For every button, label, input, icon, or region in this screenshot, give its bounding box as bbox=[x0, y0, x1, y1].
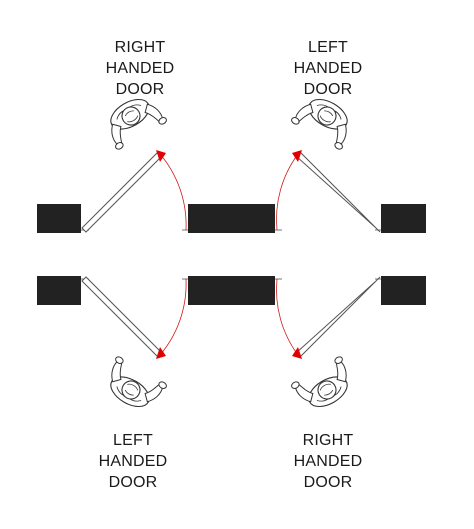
label-line: RIGHT bbox=[114, 39, 166, 56]
label-top-left: RIGHT HANDED DOOR bbox=[70, 37, 210, 100]
label-line: HANDED bbox=[293, 60, 363, 77]
person-top-view-icon bbox=[289, 355, 360, 418]
wall-block bbox=[37, 204, 81, 233]
label-line: DOOR bbox=[115, 81, 165, 98]
label-line: LEFT bbox=[308, 39, 348, 56]
person-top-view-icon bbox=[98, 355, 169, 418]
label-line: RIGHT bbox=[302, 432, 354, 449]
label-top-right: LEFT HANDED DOOR bbox=[258, 37, 398, 100]
label-line: HANDED bbox=[98, 453, 168, 470]
label-line: DOOR bbox=[303, 81, 353, 98]
label-bottom-left: LEFT HANDED DOOR bbox=[63, 430, 203, 493]
person-top-view-icon bbox=[289, 88, 360, 151]
wall-block bbox=[381, 276, 426, 305]
label-line: HANDED bbox=[105, 60, 175, 77]
door-leaves bbox=[81, 151, 381, 358]
wall-block bbox=[188, 204, 275, 233]
swing-arrow-icon bbox=[156, 150, 302, 359]
label-line: DOOR bbox=[303, 474, 353, 491]
label-line: LEFT bbox=[113, 432, 153, 449]
wall-block bbox=[188, 276, 275, 305]
person-top-view-icon bbox=[98, 88, 169, 151]
wall-block bbox=[37, 276, 81, 305]
wall-block bbox=[381, 204, 426, 233]
swing-arcs bbox=[159, 153, 299, 356]
label-bottom-right: RIGHT HANDED DOOR bbox=[258, 430, 398, 493]
label-line: HANDED bbox=[293, 453, 363, 470]
label-line: DOOR bbox=[108, 474, 158, 491]
